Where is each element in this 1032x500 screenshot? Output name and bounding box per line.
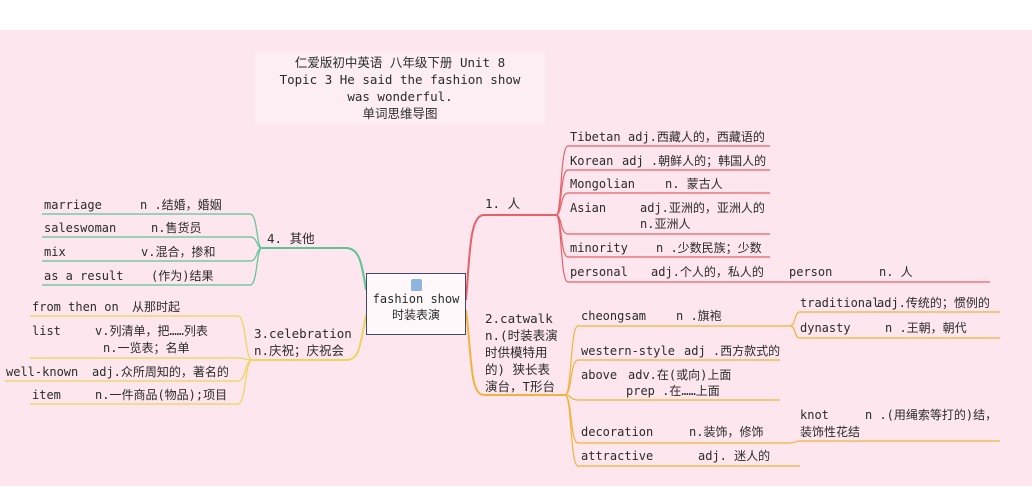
word-as-a-result: as a result: [44, 269, 124, 283]
celebration-label-line-2: n.庆祝；庆祝会: [254, 343, 345, 358]
branch-people-label: 1. 人: [485, 196, 521, 211]
catwalk-label-line-1: 2.catwalk: [485, 311, 553, 326]
meaning-personal: adj.个人的，私人的: [651, 265, 764, 279]
meaning-saleswoman: n.售货员: [151, 221, 202, 235]
meaning-list: v.列清单，把……列表: [95, 324, 208, 338]
meaning-decoration: n.装饰，修饰: [689, 425, 764, 439]
title-line-1: 仁爱版初中英语 八年级下册 Unit 8: [294, 55, 506, 70]
others-branch-lines: [42, 213, 367, 291]
catwalk-label-line-4: 的) 狭长表: [485, 362, 551, 377]
word-above: above: [581, 368, 618, 382]
word-minority: minority: [570, 241, 628, 255]
people-branch-lines: [465, 145, 990, 301]
meaning-from-then-on: 从那时起: [132, 300, 181, 314]
center-label-en: fashion show: [372, 292, 460, 306]
shirt-icon: [410, 279, 422, 291]
word-asian: Asian: [570, 201, 607, 215]
word-dynasty: dynasty: [800, 321, 851, 335]
meaning-traditional: adj.传统的；惯例的: [877, 296, 990, 310]
meaning-mongolian: n. 蒙古人: [665, 177, 723, 191]
word-western-style: western-style: [581, 344, 675, 358]
word-marriage: marriage: [44, 198, 102, 212]
title-line-4: 单词思维导图: [362, 106, 438, 121]
word-saleswoman: saleswoman: [44, 221, 117, 235]
catwalk-label-line-2: n.(时装表演: [485, 328, 558, 343]
meaning-attractive: adj. 迷人的: [698, 449, 771, 463]
celebration-label-line-1: 3.celebration: [254, 326, 352, 341]
center-node: fashion show 时装表演: [366, 273, 466, 335]
word-well-known: well-known: [6, 365, 79, 379]
meaning-item: n.一件商品(物品);项目: [95, 388, 228, 402]
word-attractive: attractive: [581, 449, 654, 463]
branch-catwalk-label: 2.catwalk n.(时装表演 时供模特用 的) 狭长表 演台，T形台: [485, 310, 558, 395]
word-item: item: [32, 388, 61, 402]
word-list: list: [32, 324, 61, 338]
meaning-above: adv.在(或向)上面: [628, 368, 732, 382]
catwalk-label-line-5: 演台，T形台: [485, 379, 556, 394]
meaning-asian: adj.亚洲的，亚洲人的: [640, 201, 765, 215]
meaning-person: n. 人: [879, 265, 913, 279]
meaning-knot: n .(用绳索等打的)结，: [865, 408, 998, 422]
meaning-as-a-result: (作为)结果: [151, 269, 214, 283]
meaning-western-style: adj .西方款式的: [684, 344, 781, 358]
meaning-tibetan: adj.西藏人的，西藏语的: [628, 130, 765, 144]
word-tibetan: Tibetan: [570, 130, 621, 144]
word-cheongsam: cheongsam: [581, 309, 647, 323]
meaning-mix: v.混合，掺和: [141, 245, 216, 259]
word-mongolian: Mongolian: [570, 177, 636, 191]
word-decoration: decoration: [581, 425, 654, 439]
meaning-minority: n .少数民族；少数: [656, 241, 762, 255]
title-line-3: was wonderful.: [347, 89, 453, 104]
word-person: person: [789, 265, 833, 279]
meaning-marriage: n .结婚，婚姻: [140, 198, 222, 212]
word-traditional: traditional: [800, 296, 880, 310]
center-label-zh: 时装表演: [391, 308, 440, 322]
word-knot: knot: [800, 408, 829, 422]
word-from-then-on: from then on: [32, 300, 119, 314]
title-line-2: Topic 3 He said the fashion show: [279, 72, 521, 87]
meaning-above-2: prep .在……上面: [626, 384, 720, 398]
meaning-dynasty: n .王朝，朝代: [885, 321, 967, 335]
meaning-knot-2: 装饰性花结: [800, 425, 861, 439]
meaning-list-2: n.一览表；名单: [103, 341, 190, 355]
word-korean: Korean: [570, 154, 614, 168]
map-title: 仁爱版初中英语 八年级下册 Unit 8 Topic 3 He said the…: [255, 52, 545, 124]
meaning-cheongsam: n .旗袍: [676, 309, 722, 323]
catwalk-label-line-3: 时供模特用: [485, 345, 548, 360]
catwalk-branch-lines: [465, 309, 1000, 467]
branch-others-label: 4. 其他: [267, 231, 315, 246]
word-personal: personal: [570, 265, 628, 279]
meaning-korean: adj .朝鲜人的；韩国人的: [622, 154, 767, 168]
branch-celebration-label: 3.celebration n.庆祝；庆祝会: [254, 325, 352, 359]
meaning-asian-2: n.亚洲人: [640, 217, 691, 231]
word-mix: mix: [44, 245, 66, 259]
celebration-branch-lines: [5, 314, 367, 405]
meaning-well-known: adj.众所周知的，著名的: [92, 365, 229, 379]
